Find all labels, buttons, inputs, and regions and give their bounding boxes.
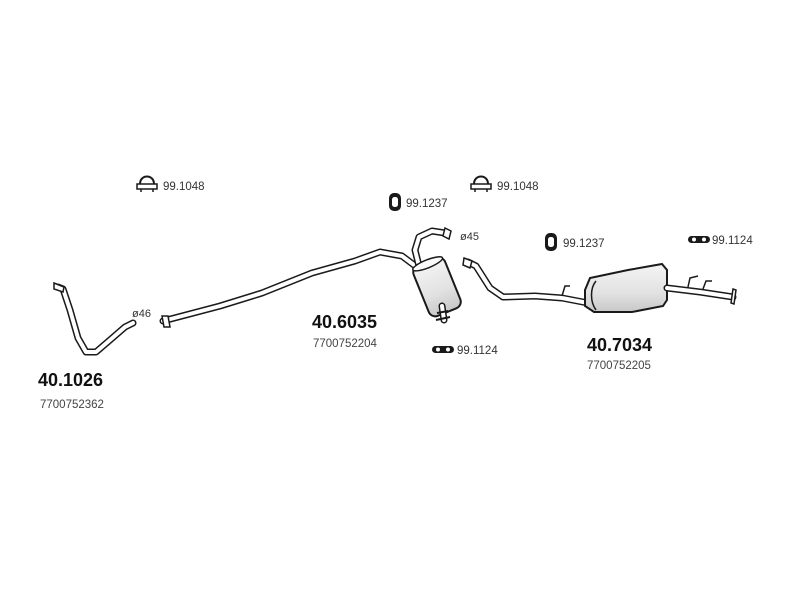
front-pipe-diameter: ø46 [132, 308, 151, 320]
middle-silencer-diameter: ø45 [460, 231, 479, 243]
hanger-rear-part-number: 99.1124 [712, 235, 753, 247]
clamp-left-part-number: 99.1048 [163, 181, 205, 193]
hanger-rear-icon [688, 236, 710, 243]
hanger-middle-part-number: 99.1124 [457, 345, 498, 357]
middle-silencer [411, 256, 462, 324]
clamp-right-icon [470, 175, 492, 192]
middle-pipe [159, 248, 422, 328]
rubber-mount-middle-part-number: 99.1237 [406, 198, 448, 210]
middle-silencer-part-number: 40.6035 [312, 312, 377, 332]
clamp-left-icon [136, 175, 158, 192]
middle-silencer-oem-number: 7700752204 [313, 338, 378, 350]
rear-silencer-part-number: 40.7034 [587, 335, 652, 355]
front-pipe-oem-number: 7700752362 [40, 399, 104, 411]
hanger-middle-icon [432, 346, 454, 353]
rubber-mount-rear-icon [545, 233, 557, 251]
rear-pipe [462, 256, 592, 307]
clamp-right-part-number: 99.1048 [497, 181, 539, 193]
rubber-mount-rear-part-number: 99.1237 [563, 238, 605, 250]
middle-silencer-inlet-bend [411, 226, 452, 270]
rubber-mount-middle-icon [389, 193, 401, 211]
front-pipe-flange [53, 281, 65, 293]
rear-silencer-oem-number: 7700752205 [587, 360, 651, 372]
front-pipe-part-number: 40.1026 [38, 370, 103, 390]
rear-silencer [584, 262, 737, 313]
front-pipe [53, 281, 137, 356]
